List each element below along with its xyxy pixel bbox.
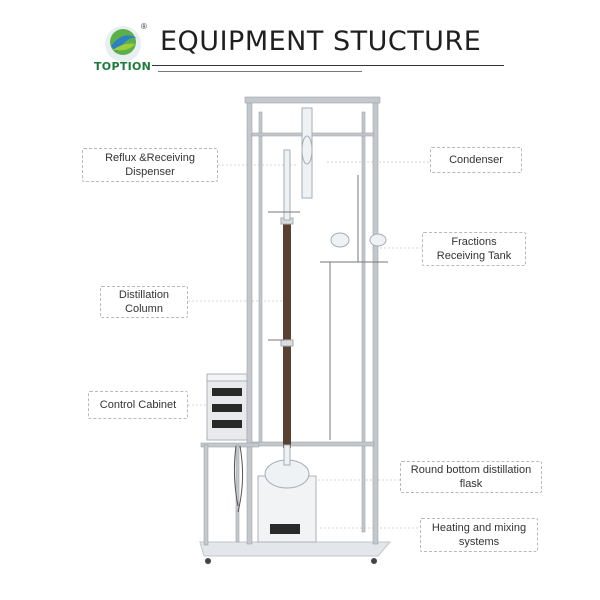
base-platform	[199, 541, 392, 557]
label-fractions-receiving-tank: Fractions Receiving Tank	[422, 232, 526, 266]
caster-wheel	[371, 558, 377, 564]
label-line: Fractions	[451, 236, 497, 248]
label-line: systems	[458, 536, 500, 548]
leader-lines	[188, 161, 430, 529]
steel-frame	[200, 96, 381, 546]
label-round-bottom-flask: Round bottom distillation flask	[400, 461, 542, 493]
label-line: Column	[125, 303, 163, 315]
label-line: Heating and mixing	[431, 522, 527, 534]
label-line: flask	[459, 478, 483, 490]
distillation-column	[283, 220, 291, 448]
label-line: Condenser	[449, 154, 503, 166]
label-line: Reflux &Receiving	[105, 152, 195, 164]
caster-wheel	[205, 558, 211, 564]
label-line: Control Cabinet	[99, 399, 177, 411]
control-cabinet	[206, 373, 248, 441]
label-heating-mixing-systems: Heating and mixing systems	[420, 518, 538, 552]
label-line: Distillation	[118, 289, 170, 301]
title-underline-short	[158, 71, 362, 72]
brand-name: TOPTION	[94, 60, 152, 73]
clamps	[268, 175, 388, 440]
label-line: Dispenser	[125, 166, 175, 178]
label-control-cabinet: Control Cabinet	[88, 391, 188, 419]
label-line: Round bottom distillation	[410, 464, 532, 476]
label-reflux-receiving-dispenser: Reflux &Receiving Dispenser	[82, 148, 218, 182]
label-condenser: Condenser	[430, 147, 522, 173]
label-distillation-column: Distillation Column	[100, 286, 188, 318]
title-underline	[152, 65, 504, 66]
cables	[233, 445, 244, 513]
label-line: Receiving Tank	[436, 250, 512, 262]
registered-mark: ®	[141, 22, 147, 31]
receiving-flask	[330, 232, 350, 248]
toption-logo	[105, 26, 142, 62]
page-title: EQUIPMENT STUCTURE	[160, 26, 482, 57]
